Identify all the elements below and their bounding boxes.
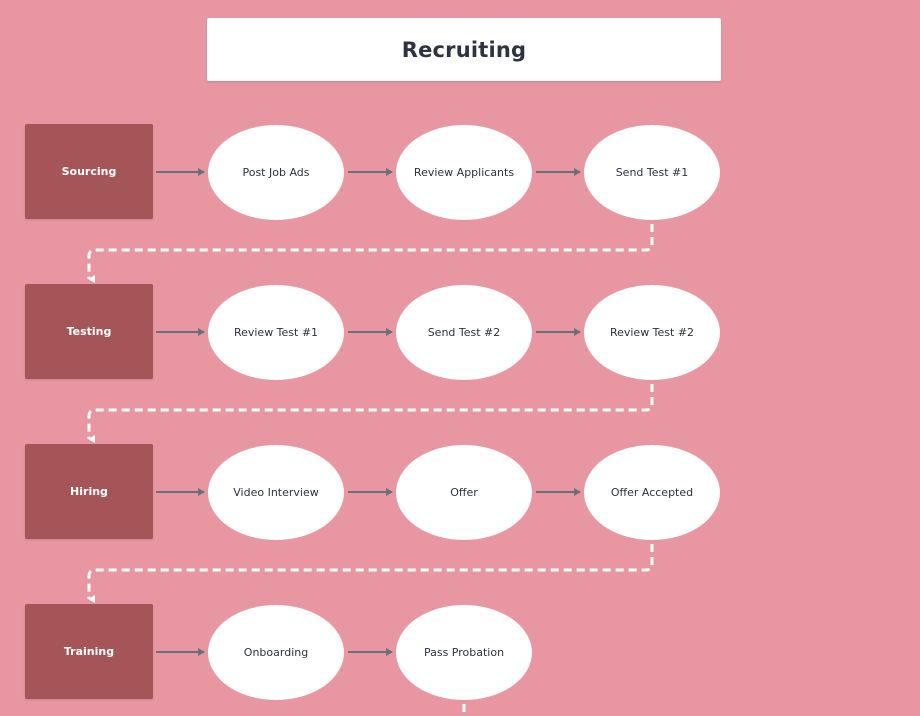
dashed-connector-row1-to-row2: [87, 224, 654, 283]
stage-hiring[interactable]: Hiring: [25, 444, 153, 539]
stage-sourcing[interactable]: Sourcing: [25, 124, 153, 219]
step-label: Send Test #2: [427, 326, 501, 339]
step-label: Post Job Ads: [242, 166, 310, 179]
step-label: Video Interview: [233, 486, 319, 499]
step-pass-probation[interactable]: Pass Probation: [396, 605, 532, 700]
title-box: Recruiting: [207, 18, 721, 81]
step-label: Send Test #1: [615, 166, 689, 179]
page-title: Recruiting: [401, 37, 527, 62]
step-send-test-2[interactable]: Send Test #2: [396, 285, 532, 380]
stage-label: Sourcing: [61, 165, 117, 178]
stage-label: Training: [63, 645, 115, 658]
step-offer-accepted[interactable]: Offer Accepted: [584, 445, 720, 540]
step-offer[interactable]: Offer: [396, 445, 532, 540]
step-video-interview[interactable]: Video Interview: [208, 445, 344, 540]
stage-training[interactable]: Training: [25, 604, 153, 699]
dashed-connector-row3-to-row4: [87, 544, 654, 603]
step-label: Offer: [450, 486, 478, 499]
step-onboarding[interactable]: Onboarding: [208, 605, 344, 700]
dashed-connector-row2-to-row3: [87, 384, 654, 443]
stage-label: Testing: [66, 325, 112, 338]
step-review-applicants[interactable]: Review Applicants: [396, 125, 532, 220]
stage-testing[interactable]: Testing: [25, 284, 153, 379]
step-send-test-1[interactable]: Send Test #1: [584, 125, 720, 220]
step-post-job-ads[interactable]: Post Job Ads: [208, 125, 344, 220]
step-label: Onboarding: [243, 646, 309, 659]
step-label: Review Applicants: [413, 166, 515, 179]
step-label: Review Test #2: [609, 326, 695, 339]
step-label: Pass Probation: [423, 646, 505, 659]
stage-label: Hiring: [70, 485, 108, 498]
step-review-test-1[interactable]: Review Test #1: [208, 285, 344, 380]
step-label: Offer Accepted: [610, 486, 694, 499]
step-review-test-2[interactable]: Review Test #2: [584, 285, 720, 380]
step-label: Review Test #1: [233, 326, 319, 339]
